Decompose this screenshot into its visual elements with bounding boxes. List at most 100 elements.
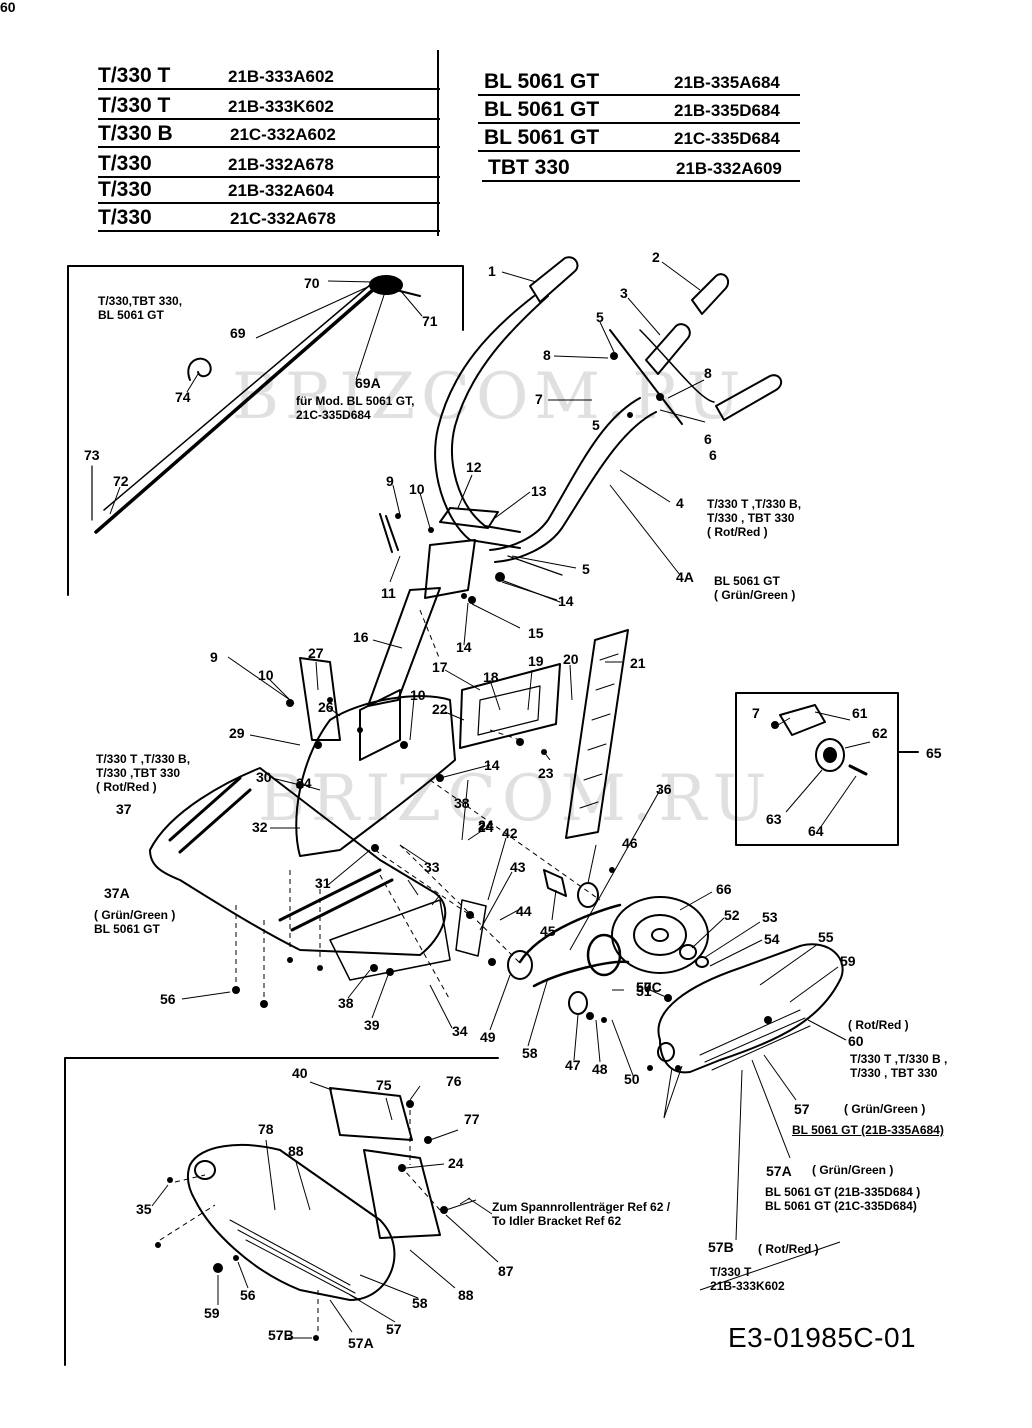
note-inset-models: T/330,TBT 330, BL 5061 GT xyxy=(98,294,183,322)
callout-number: 88 xyxy=(288,1143,304,1159)
callout-number: 62 xyxy=(872,725,888,741)
callout-number: 72 xyxy=(113,473,129,489)
callout-number: 56 xyxy=(160,991,176,1007)
callout-number: 7 xyxy=(535,391,543,407)
callout-number: 24 xyxy=(478,819,494,835)
callout-number: 24 xyxy=(296,775,312,791)
callout-number: 50 xyxy=(636,979,652,995)
note-4: T/330 T ,T/330 B, T/330 , TBT 330 ( Rot/… xyxy=(707,497,802,539)
note-57a: BL 5061 GT (21B-335A684) xyxy=(792,1123,944,1137)
callout-number: 5 xyxy=(592,417,600,433)
callout-number: 60 xyxy=(848,1033,864,1049)
inset-frame-cover xyxy=(64,1057,499,1366)
callout-number: 1 xyxy=(488,263,496,279)
callout-number: 66 xyxy=(716,881,732,897)
inset-frame-idler xyxy=(735,692,899,846)
callout-number: 38 xyxy=(338,995,354,1011)
note-57c-color: ( Rot/Red ) xyxy=(758,1242,819,1256)
callout-number: 8 xyxy=(543,347,551,363)
callout-number: 57B xyxy=(268,1327,294,1343)
callout-number: 16 xyxy=(353,629,369,645)
callout-number: 3 xyxy=(620,285,628,301)
callout-number: 46 xyxy=(622,835,638,851)
callout-number: 69A xyxy=(355,375,381,391)
callout-number: 2 xyxy=(652,249,660,265)
note-57c: T/330 T 21B-333K602 xyxy=(710,1265,785,1293)
document-number: E3-01985C-01 xyxy=(728,1322,917,1353)
callout-number: 54 xyxy=(764,931,780,947)
model-name: BL 5061 GT xyxy=(484,70,600,93)
callout-number: 58 xyxy=(522,1045,538,1061)
model-name: BL 5061 GT xyxy=(484,126,600,149)
callout-number: 30 xyxy=(256,769,272,785)
callout-number: 12 xyxy=(466,459,482,475)
callout-number: 32 xyxy=(252,819,268,835)
callout-number: 37 xyxy=(116,801,132,817)
callout-number: 37A xyxy=(104,885,130,901)
model-row: T/330 21B-332A604 xyxy=(98,176,440,204)
callout-number: 59 xyxy=(840,953,856,969)
callout-number: 75 xyxy=(376,1077,392,1093)
model-name: T/330 B xyxy=(98,122,173,145)
callout-number: 49 xyxy=(480,1029,496,1045)
callout-number: 14 xyxy=(484,757,500,773)
callout-number: 64 xyxy=(808,823,824,839)
callout-number: 4A xyxy=(676,569,694,585)
callout-number: 26 xyxy=(318,699,334,715)
callout-number: 27 xyxy=(308,645,324,661)
callout-number: 69 xyxy=(230,325,246,341)
callout-number: 44 xyxy=(516,903,532,919)
part-number: 21B-332A678 xyxy=(228,155,334,174)
callout-number: 10 xyxy=(258,667,274,683)
callout-number: 45 xyxy=(540,923,556,939)
model-row: BL 5061 GT 21B-335D684 xyxy=(478,96,800,124)
table-divider xyxy=(437,50,439,236)
callout-number: 39 xyxy=(364,1017,380,1033)
callout-number: 35 xyxy=(136,1201,152,1217)
note-57b: BL 5061 GT (21B-335D684 ) BL 5061 GT (21… xyxy=(765,1185,921,1213)
callout-number: 57A xyxy=(348,1335,374,1351)
callout-number: 24 xyxy=(448,1155,464,1171)
model-name: T/330 T xyxy=(98,94,171,117)
model-name: BL 5061 GT xyxy=(484,98,600,121)
part-number: 21C-332A678 xyxy=(230,209,336,228)
part-number: 21B-335D684 xyxy=(674,101,780,120)
callout-number: 47 xyxy=(565,1057,581,1073)
note-37: T/330 T ,T/330 B, T/330 ,TBT 330 ( Rot/R… xyxy=(96,752,191,794)
callout-number: 5 xyxy=(582,561,590,577)
part-number: 21B-332A604 xyxy=(228,181,334,200)
callout-number: 57 xyxy=(386,1321,402,1337)
callout-number: 14 xyxy=(456,639,472,655)
callout-number: 43 xyxy=(510,859,526,875)
callout-number: 11 xyxy=(381,585,396,601)
model-row: T/330 21C-332A678 xyxy=(98,204,440,232)
model-name: T/330 xyxy=(98,206,152,229)
callout-number: 22 xyxy=(432,701,448,717)
callout-number: 5 xyxy=(596,309,604,325)
model-name: T/330 xyxy=(98,178,152,201)
callout-number: 6 xyxy=(704,431,712,447)
callout-number: 51 xyxy=(636,983,652,999)
note-57a-color: ( Grün/Green ) xyxy=(844,1102,926,1116)
callout-number: 58 xyxy=(412,1295,428,1311)
note-57-color: ( Rot/Red ) xyxy=(848,1018,909,1032)
callout-number: 57 xyxy=(794,1101,810,1117)
callout-number: 29 xyxy=(229,725,245,741)
callout-number: 17 xyxy=(432,659,448,675)
callout-number: 9 xyxy=(210,649,218,665)
callout-number: 38 xyxy=(454,795,470,811)
callout-number: 42 xyxy=(502,825,518,841)
callout-number: 13 xyxy=(531,483,547,499)
callout-number: 6 xyxy=(709,447,717,463)
note-idler-bracket: Zum Spannrollenträger Ref 62 / To Idler … xyxy=(492,1200,671,1228)
callout-number: 57A xyxy=(766,1163,792,1179)
callout-number: 21 xyxy=(630,655,646,671)
callout-number: 23 xyxy=(538,765,554,781)
callout-number: 14 xyxy=(558,593,574,609)
